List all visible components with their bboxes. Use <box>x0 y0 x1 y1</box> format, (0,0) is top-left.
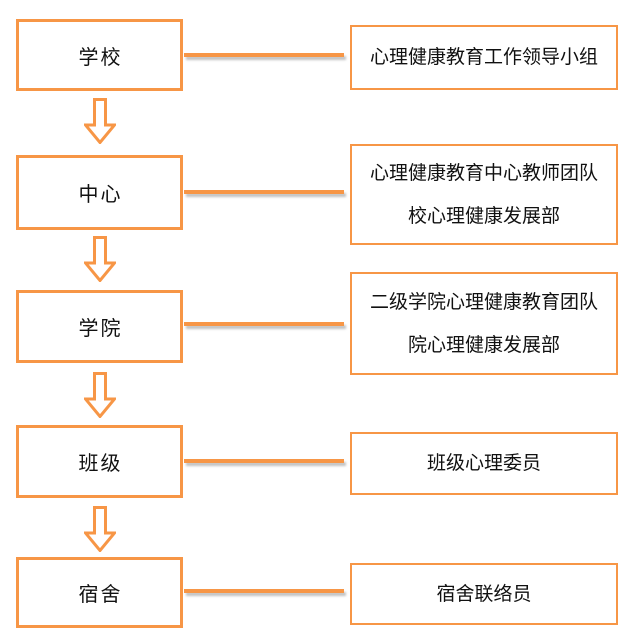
level-box-college: 学院 <box>16 290 183 363</box>
detail-line: 心理健康教育中心教师团队 <box>369 162 598 184</box>
level-label: 宿舍 <box>78 584 123 606</box>
level-box-center: 中心 <box>16 155 183 230</box>
detail-box-center-team: 心理健康教育中心教师团队 校心理健康发展部 <box>350 144 618 245</box>
detail-line: 校心理健康发展部 <box>407 205 560 227</box>
detail-box-dorm-liaison: 宿舍联络员 <box>350 563 618 625</box>
connector-line <box>184 459 344 463</box>
detail-line: 院心理健康发展部 <box>407 334 560 356</box>
connector-line <box>184 53 344 57</box>
level-box-school: 学校 <box>16 19 183 91</box>
connector-line <box>184 589 344 593</box>
level-label: 学校 <box>78 46 123 69</box>
down-arrow-icon <box>84 506 116 552</box>
detail-line: 宿舍联络员 <box>436 583 532 605</box>
level-box-class: 班级 <box>16 425 183 498</box>
down-arrow-icon <box>84 236 116 282</box>
detail-line: 二级学院心理健康教育团队 <box>369 291 598 313</box>
detail-box-class-committee: 班级心理委员 <box>350 432 618 495</box>
level-label: 学院 <box>78 318 123 340</box>
connector-line <box>184 322 344 326</box>
detail-line: 班级心理委员 <box>426 453 541 474</box>
connector-line <box>184 190 344 194</box>
detail-box-leadership-group: 心理健康教育工作领导小组 <box>350 25 618 90</box>
detail-line: 心理健康教育工作领导小组 <box>369 47 598 68</box>
level-box-dorm: 宿舍 <box>16 557 183 628</box>
down-arrow-icon <box>84 98 116 144</box>
detail-box-college-team: 二级学院心理健康教育团队 院心理健康发展部 <box>350 272 618 375</box>
level-label: 班级 <box>78 453 123 475</box>
level-label: 中心 <box>78 184 123 206</box>
down-arrow-icon <box>84 372 116 418</box>
